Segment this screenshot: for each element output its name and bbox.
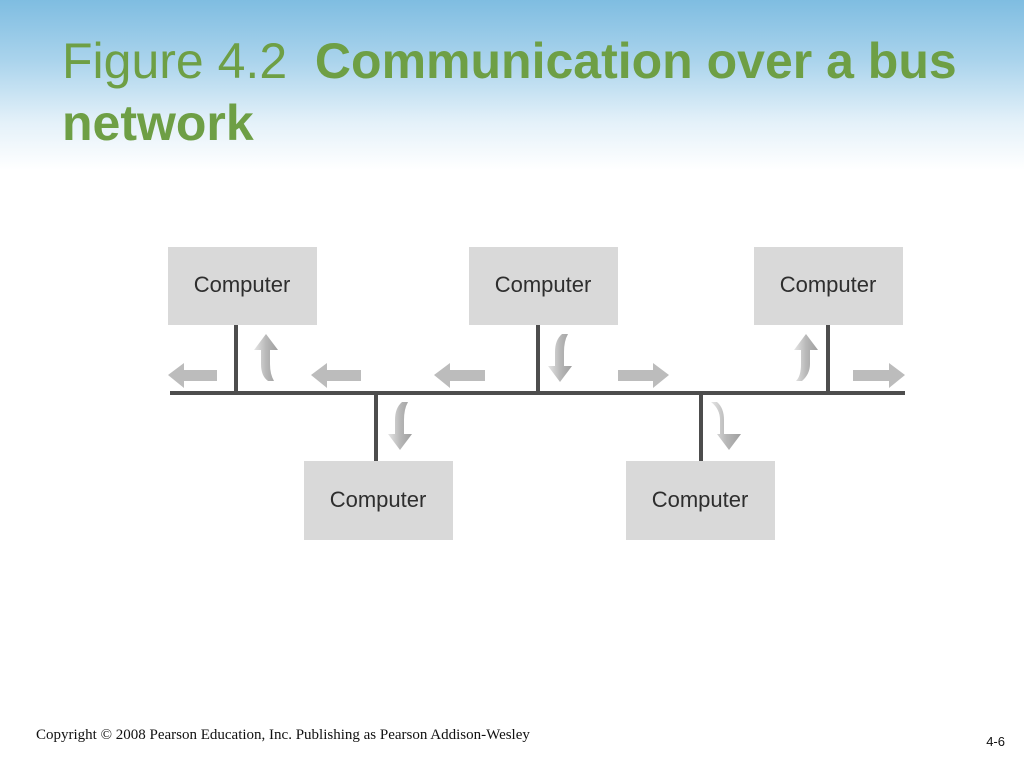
slide-title: Figure 4.2 Communication over a bus netw…	[62, 30, 1002, 154]
arrow-down-icon	[388, 402, 412, 450]
header-band	[0, 0, 1024, 170]
arrow-right-icon	[618, 363, 669, 388]
page-number: 4-6	[986, 734, 1005, 749]
title-figure-number: Figure 4.2	[62, 33, 288, 89]
computer-label: Computer	[194, 272, 291, 297]
arrow-down-icon	[548, 334, 572, 382]
computer-label: Computer	[652, 487, 749, 512]
computer-node: Computer	[626, 461, 775, 540]
arrow-left-icon	[168, 363, 217, 388]
computer-label: Computer	[780, 272, 877, 297]
computer-node: Computer	[754, 247, 903, 325]
computer-node: Computer	[304, 461, 453, 540]
arrow-down-icon	[711, 402, 741, 450]
copyright-text: Copyright © 2008 Pearson Education, Inc.…	[36, 727, 530, 743]
arrow-left-icon	[434, 363, 485, 388]
arrow-up-icon	[794, 334, 818, 381]
computer-label: Computer	[495, 272, 592, 297]
computer-label: Computer	[330, 487, 427, 512]
computer-node: Computer	[469, 247, 618, 325]
arrow-left-icon	[311, 363, 361, 388]
arrow-right-icon	[853, 363, 905, 388]
arrow-up-icon	[254, 334, 278, 381]
computer-node: Computer	[168, 247, 317, 325]
title-main-text: Communication over a bus network	[62, 33, 957, 151]
